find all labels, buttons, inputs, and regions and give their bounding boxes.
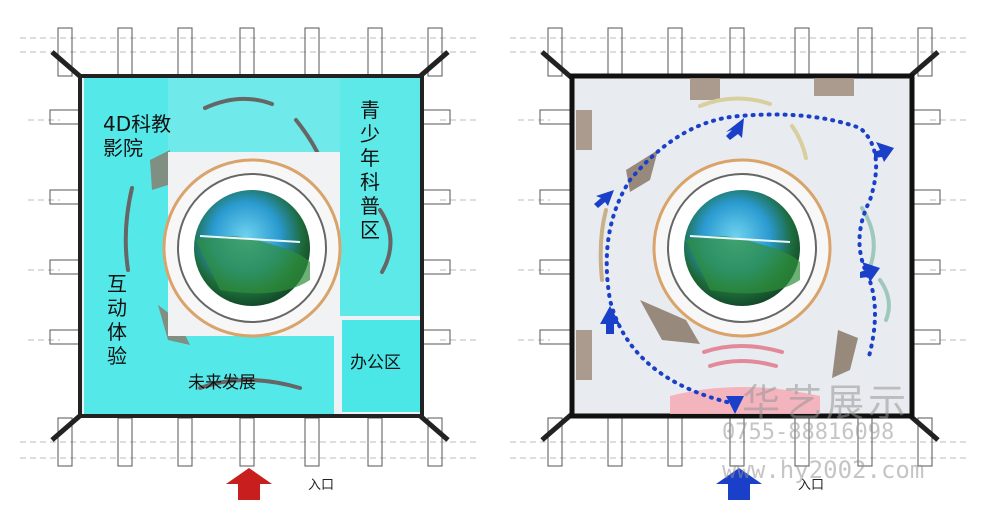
route-arrow-icon xyxy=(860,262,880,282)
future-stage xyxy=(670,387,820,414)
watermark-phone: 0755-88816098 xyxy=(722,420,895,445)
map-bridge xyxy=(689,235,791,243)
structural-columns xyxy=(49,27,451,467)
route-arrow-icon xyxy=(726,396,744,414)
route-direction-arrows xyxy=(594,118,894,414)
zone-fills xyxy=(84,78,420,414)
corner-struts xyxy=(50,50,450,442)
service-rooms xyxy=(576,78,854,380)
entrance-arrow-icon xyxy=(226,468,272,500)
zoning-floor-plan: 4D科教影院 青少年科普区 互动体验 未来发展 办公区 入口 xyxy=(20,27,480,500)
zone-cinema-interactive xyxy=(84,78,168,336)
zone-top-band xyxy=(168,78,340,152)
visitor-route-line xyxy=(604,112,879,406)
grid-lines xyxy=(510,37,970,459)
entrance-arrow-icon xyxy=(716,468,762,500)
zone-label-youth: 青少年科普区 xyxy=(360,98,380,242)
route-arrow-icon xyxy=(594,190,614,208)
map-landmass xyxy=(196,235,310,294)
route-arrow-icon xyxy=(600,306,620,334)
route-plan-drawing xyxy=(510,27,970,467)
route-floor-plan: 入口 xyxy=(490,0,990,515)
zone-label-office: 办公区 xyxy=(350,353,401,373)
zone-label-future: 未来发展 xyxy=(188,373,256,393)
entrance-label: 入口 xyxy=(308,478,335,493)
entrance-label: 入口 xyxy=(798,478,825,493)
zone-future xyxy=(84,336,334,414)
zone-label-interactive: 互动体验 xyxy=(107,272,127,368)
watermark-brand: 华艺展示 xyxy=(742,381,911,425)
watermark-url: www.hy2002.com xyxy=(722,456,925,484)
map-landmass xyxy=(686,235,800,294)
zoning-plan-drawing xyxy=(20,27,480,467)
route-arrow-icon xyxy=(874,142,894,162)
grid-lines xyxy=(20,37,480,459)
zone-office xyxy=(342,320,420,412)
exhibit-blocks xyxy=(626,150,858,378)
map-bridge xyxy=(199,235,301,243)
route-arrow-icon xyxy=(726,118,744,140)
zone-youth xyxy=(340,78,420,316)
zone-label-cinema: 4D科教影院 xyxy=(103,112,172,160)
